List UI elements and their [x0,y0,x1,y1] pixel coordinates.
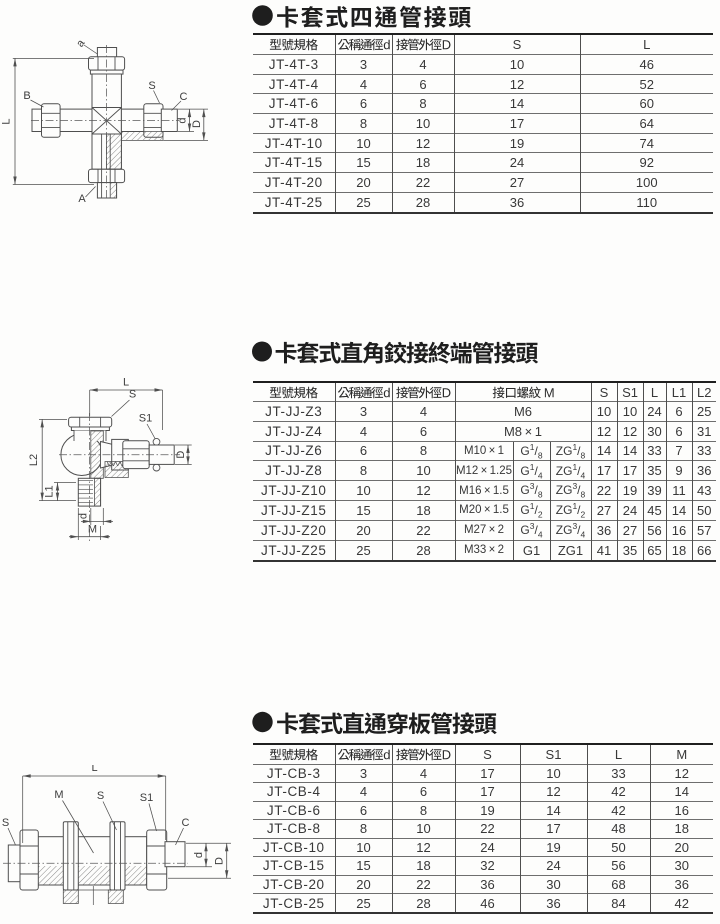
svg-text:C: C [180,91,188,103]
svg-text:S: S [148,80,155,92]
svg-text:L: L [123,377,129,389]
svg-text:D: D [214,857,226,865]
svg-text:B: B [23,90,30,102]
svg-text:A: A [78,193,86,205]
svg-text:d: d [193,852,205,858]
svg-text:S1: S1 [139,413,152,425]
svg-text:D: D [191,120,203,128]
svg-text:S: S [97,790,104,802]
svg-text:D: D [175,451,187,459]
svg-text:S1: S1 [140,792,153,804]
svg-text:S: S [129,389,136,401]
svg-text:M: M [54,789,63,801]
svg-text:L: L [1,118,13,124]
svg-text:d: d [77,513,89,519]
svg-text:S: S [2,817,9,829]
svg-text:L2: L2 [28,454,40,466]
svg-text:C: C [182,817,190,829]
svg-text:L1: L1 [44,485,56,497]
svg-text:a: a [74,37,88,50]
svg-text:d: d [177,117,189,123]
svg-text:M: M [88,524,97,536]
svg-text:L: L [91,765,97,774]
